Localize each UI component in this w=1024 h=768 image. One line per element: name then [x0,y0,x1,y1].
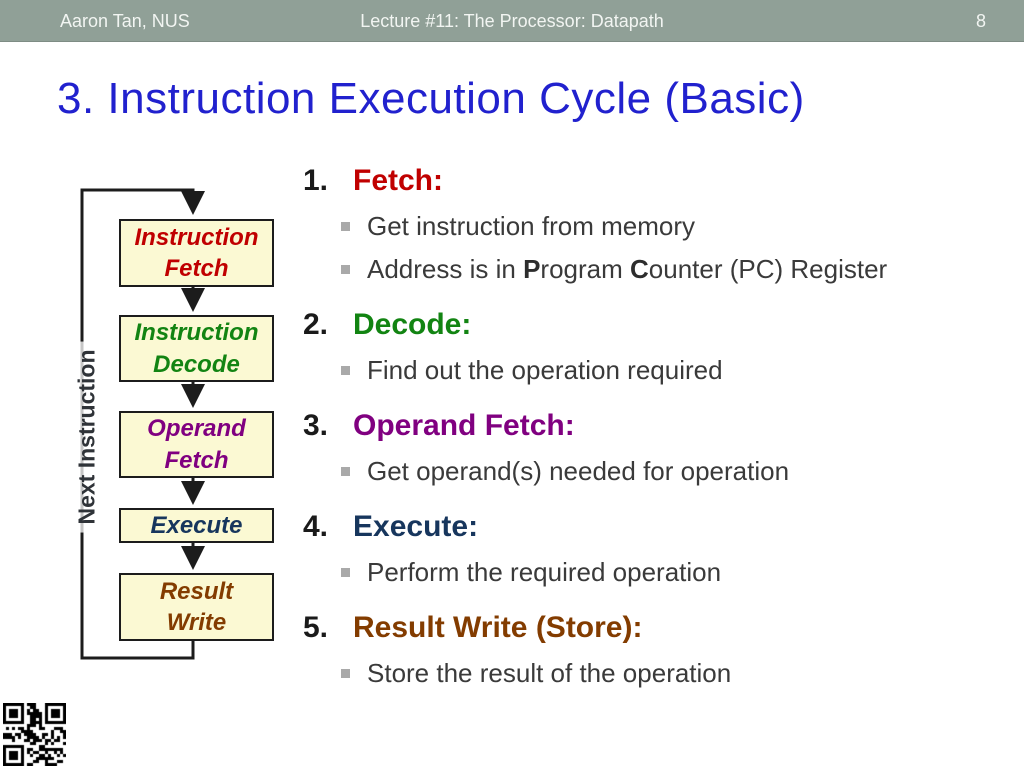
box-operand-fetch: Operand Fetch [119,411,274,478]
bullet-item: Find out the operation required [341,355,1009,386]
box-line: Result [159,577,234,605]
step-1-heading: 1. Fetch: [303,163,1009,199]
box-line: Decode [153,350,240,378]
page-number: 8 [975,11,986,31]
bullet-item: Perform the required operation [341,557,1009,588]
slide-title: 3. Instruction Execution Cycle (Basic) [57,74,805,123]
step-4-heading: 4. Execute: [303,509,1009,545]
box-line: Fetch [164,255,229,282]
header-author: Aaron Tan, NUS [60,11,190,31]
bullet-square-icon [341,669,350,678]
next-instruction-label: Next Instruction [73,341,101,533]
box-instruction-decode: Instruction Decode [119,315,274,382]
steps-list: 1. Fetch: Get instruction from memory Ad… [303,163,1009,689]
box-line: Instruction [134,319,259,347]
step-number: 5. [303,611,329,644]
qr-code [3,703,66,766]
bullet-square-icon [341,467,350,476]
step-number: 2. [303,308,329,341]
step-number: 1. [303,164,329,197]
instruction-cycle-diagram: Instruction Fetch Instruction Decode Ope… [0,160,300,680]
bullet-square-icon [341,265,350,274]
bullet-item: Get operand(s) needed for operation [341,456,1009,487]
box-line: Execute [150,511,243,539]
box-result-write: Result Write [119,573,274,641]
step-title: Result Write (Store): [353,611,643,644]
header-bar: Aaron Tan, NUS Lecture #11: The Processo… [0,0,1024,42]
step-title: Fetch: [353,164,443,197]
box-line: Fetch [164,446,229,474]
step-number: 4. [303,510,329,543]
box-instruction-fetch: Instruction Fetch [119,219,274,287]
box-line: Instruction [134,223,259,251]
step-5-heading: 5. Result Write (Store): [303,610,1009,646]
step-number: 3. [303,409,329,442]
step-title: Decode: [353,308,472,341]
header-lecture-title: Lecture #11: The Processor: Datapath [360,10,664,31]
bullet-item: Address is in Program Counter (PC) Regis… [341,254,1009,285]
step-title: Execute: [353,510,479,543]
bullet-square-icon [341,568,350,577]
bullet-item: Store the result of the operation [341,658,1009,689]
bullet-square-icon [341,222,350,231]
box-line: Operand [147,415,246,443]
step-3-heading: 3. Operand Fetch: [303,408,1009,444]
bullet-item: Get instruction from memory [341,211,1009,242]
box-execute: Execute [119,508,274,543]
box-line: Write [166,609,227,636]
bullet-square-icon [341,366,350,375]
step-2-heading: 2. Decode: [303,307,1009,343]
step-title: Operand Fetch: [353,409,575,442]
